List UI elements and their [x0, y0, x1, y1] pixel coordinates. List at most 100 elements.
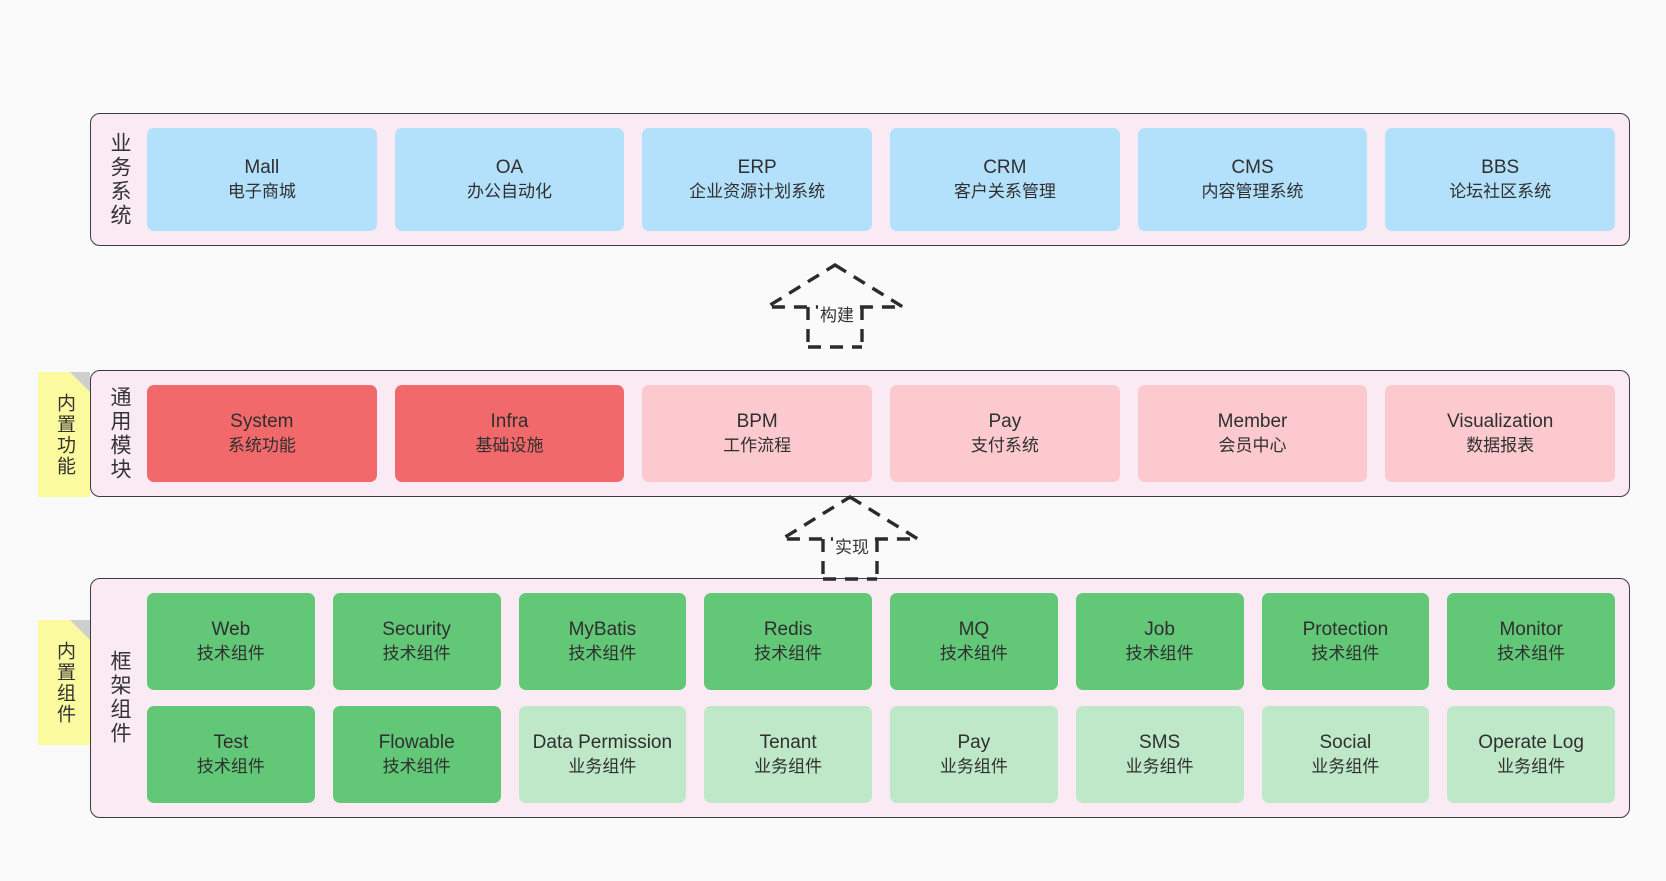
- component-card-monitor[interactable]: Monitor 技术组件: [1447, 593, 1615, 690]
- module-name: OA: [495, 157, 524, 179]
- layer-framework-components: 框架组件 Web 技术组件 Security 技术组件 MyBatis 技术组件…: [90, 578, 1630, 818]
- component-name: Operate Log: [1478, 732, 1584, 754]
- module-desc: 系统功能: [227, 435, 296, 455]
- component-card-mybatis[interactable]: MyBatis 技术组件: [518, 593, 687, 690]
- component-type: 业务组件: [568, 756, 637, 776]
- sticky-note-text: 内置功能: [53, 392, 75, 477]
- module-name: Pay: [988, 411, 1022, 433]
- component-card-data-permission[interactable]: Data Permission 业务组件: [518, 706, 687, 803]
- component-card-mq[interactable]: MQ 技术组件: [890, 593, 1058, 690]
- module-card-infra[interactable]: Infra 基础设施: [394, 385, 625, 482]
- module-name: System: [230, 411, 294, 433]
- component-type: 技术组件: [1497, 643, 1566, 663]
- module-card-member[interactable]: Member 会员中心: [1137, 385, 1368, 482]
- component-name: MyBatis: [568, 619, 637, 641]
- module-card-system[interactable]: System 系统功能: [147, 385, 377, 482]
- module-card-mall[interactable]: Mall 电子商城: [147, 128, 377, 231]
- module-name: Infra: [490, 411, 529, 433]
- module-desc: 电子商城: [227, 181, 296, 201]
- component-type: 业务组件: [1311, 756, 1380, 776]
- module-name: BPM: [736, 411, 778, 433]
- component-card-social[interactable]: Social 业务组件: [1261, 706, 1430, 803]
- module-card-oa[interactable]: OA 办公自动化: [394, 128, 625, 231]
- component-card-redis[interactable]: Redis 技术组件: [704, 593, 872, 690]
- row: Mall 电子商城 OA 办公自动化 ERP 企业资源计划系统 CRM 客户关系…: [147, 128, 1616, 231]
- connector-label-implement: 实现: [833, 533, 871, 558]
- module-card-pay[interactable]: Pay 支付系统: [890, 385, 1120, 482]
- component-type: 技术组件: [568, 643, 637, 663]
- folded-corner-icon: [70, 372, 90, 392]
- module-desc: 基础设施: [475, 435, 544, 455]
- component-card-tenant[interactable]: Tenant 业务组件: [704, 706, 872, 803]
- component-card-operate-log[interactable]: Operate Log 业务组件: [1447, 706, 1615, 803]
- component-name: Pay: [957, 732, 991, 754]
- module-card-visualization[interactable]: Visualization 数据报表: [1385, 385, 1616, 482]
- module-desc: 会员中心: [1218, 435, 1287, 455]
- module-desc: 论坛社区系统: [1449, 181, 1552, 201]
- layer-body-common-modules: System 系统功能 Infra 基础设施 BPM 工作流程 Pay 支付系统…: [147, 371, 1629, 496]
- component-name: Flowable: [378, 732, 455, 754]
- connector-implement: 实现: [775, 495, 925, 581]
- component-card-protection[interactable]: Protection 技术组件: [1261, 593, 1430, 690]
- module-desc: 办公自动化: [467, 181, 552, 201]
- module-card-cms[interactable]: CMS 内容管理系统: [1137, 128, 1368, 231]
- module-desc: 客户关系管理: [953, 181, 1056, 201]
- component-card-pay[interactable]: Pay 业务组件: [890, 706, 1058, 803]
- module-card-erp[interactable]: ERP 企业资源计划系统: [642, 128, 873, 231]
- component-type: 技术组件: [196, 643, 265, 663]
- component-type: 业务组件: [939, 756, 1008, 776]
- layer-label-business-systems: 业务系统: [108, 131, 132, 228]
- component-card-flowable[interactable]: Flowable 技术组件: [332, 706, 501, 803]
- component-name: Web: [211, 619, 251, 641]
- generalization-arrow-icon: [776, 495, 924, 581]
- component-name: Job: [1144, 619, 1175, 641]
- module-name: Member: [1217, 411, 1288, 433]
- component-name: Data Permission: [532, 732, 673, 754]
- component-card-sms[interactable]: SMS 业务组件: [1075, 706, 1244, 803]
- component-type: 技术组件: [382, 643, 451, 663]
- layer-body-business-systems: Mall 电子商城 OA 办公自动化 ERP 企业资源计划系统 CRM 客户关系…: [147, 114, 1629, 245]
- component-name: Security: [382, 619, 451, 641]
- module-card-crm[interactable]: CRM 客户关系管理: [890, 128, 1120, 231]
- component-name: SMS: [1139, 732, 1181, 754]
- component-name: MQ: [958, 619, 990, 641]
- layer-body-framework-components: Web 技术组件 Security 技术组件 MyBatis 技术组件 Redi…: [147, 579, 1629, 817]
- module-desc: 支付系统: [970, 435, 1039, 455]
- module-name: CRM: [983, 157, 1027, 179]
- module-name: Visualization: [1447, 411, 1554, 433]
- component-type: 技术组件: [196, 756, 265, 776]
- component-card-test[interactable]: Test 技术组件: [147, 706, 315, 803]
- module-card-bpm[interactable]: BPM 工作流程: [642, 385, 873, 482]
- module-card-bbs[interactable]: BBS 论坛社区系统: [1385, 128, 1616, 231]
- layer-label-framework-components: 框架组件: [108, 650, 132, 746]
- component-name: Protection: [1302, 619, 1389, 641]
- generalization-arrow-icon: [761, 263, 909, 349]
- component-card-job[interactable]: Job 技术组件: [1075, 593, 1244, 690]
- sticky-note-builtin-features: 内置功能: [38, 372, 90, 497]
- component-card-security[interactable]: Security 技术组件: [332, 593, 501, 690]
- module-name: ERP: [737, 157, 777, 179]
- component-name: Monitor: [1499, 619, 1563, 641]
- module-name: BBS: [1481, 157, 1520, 179]
- component-type: 业务组件: [1125, 756, 1194, 776]
- component-name: Test: [213, 732, 249, 754]
- component-type: 技术组件: [754, 643, 823, 663]
- component-type: 技术组件: [939, 643, 1008, 663]
- connector-build: 构建: [760, 263, 910, 349]
- layer-business-systems: 业务系统 Mall 电子商城 OA 办公自动化 ERP 企业资源计划系统 CRM…: [90, 113, 1630, 246]
- sticky-note-text: 内置组件: [53, 640, 75, 725]
- module-name: CMS: [1231, 157, 1274, 179]
- module-desc: 工作流程: [723, 435, 792, 455]
- component-type: 业务组件: [754, 756, 823, 776]
- component-type: 技术组件: [1311, 643, 1380, 663]
- layer-label-common-modules: 通用模块: [108, 385, 132, 482]
- sticky-note-builtin-components: 内置组件: [38, 620, 90, 745]
- component-type: 技术组件: [1125, 643, 1194, 663]
- component-type: 业务组件: [1497, 756, 1566, 776]
- module-desc: 内容管理系统: [1201, 181, 1304, 201]
- component-name: Social: [1319, 732, 1372, 754]
- component-card-web[interactable]: Web 技术组件: [147, 593, 315, 690]
- row-business-components: Test 技术组件 Flowable 技术组件 Data Permission …: [147, 706, 1615, 803]
- row-technical-components: Web 技术组件 Security 技术组件 MyBatis 技术组件 Redi…: [147, 593, 1615, 690]
